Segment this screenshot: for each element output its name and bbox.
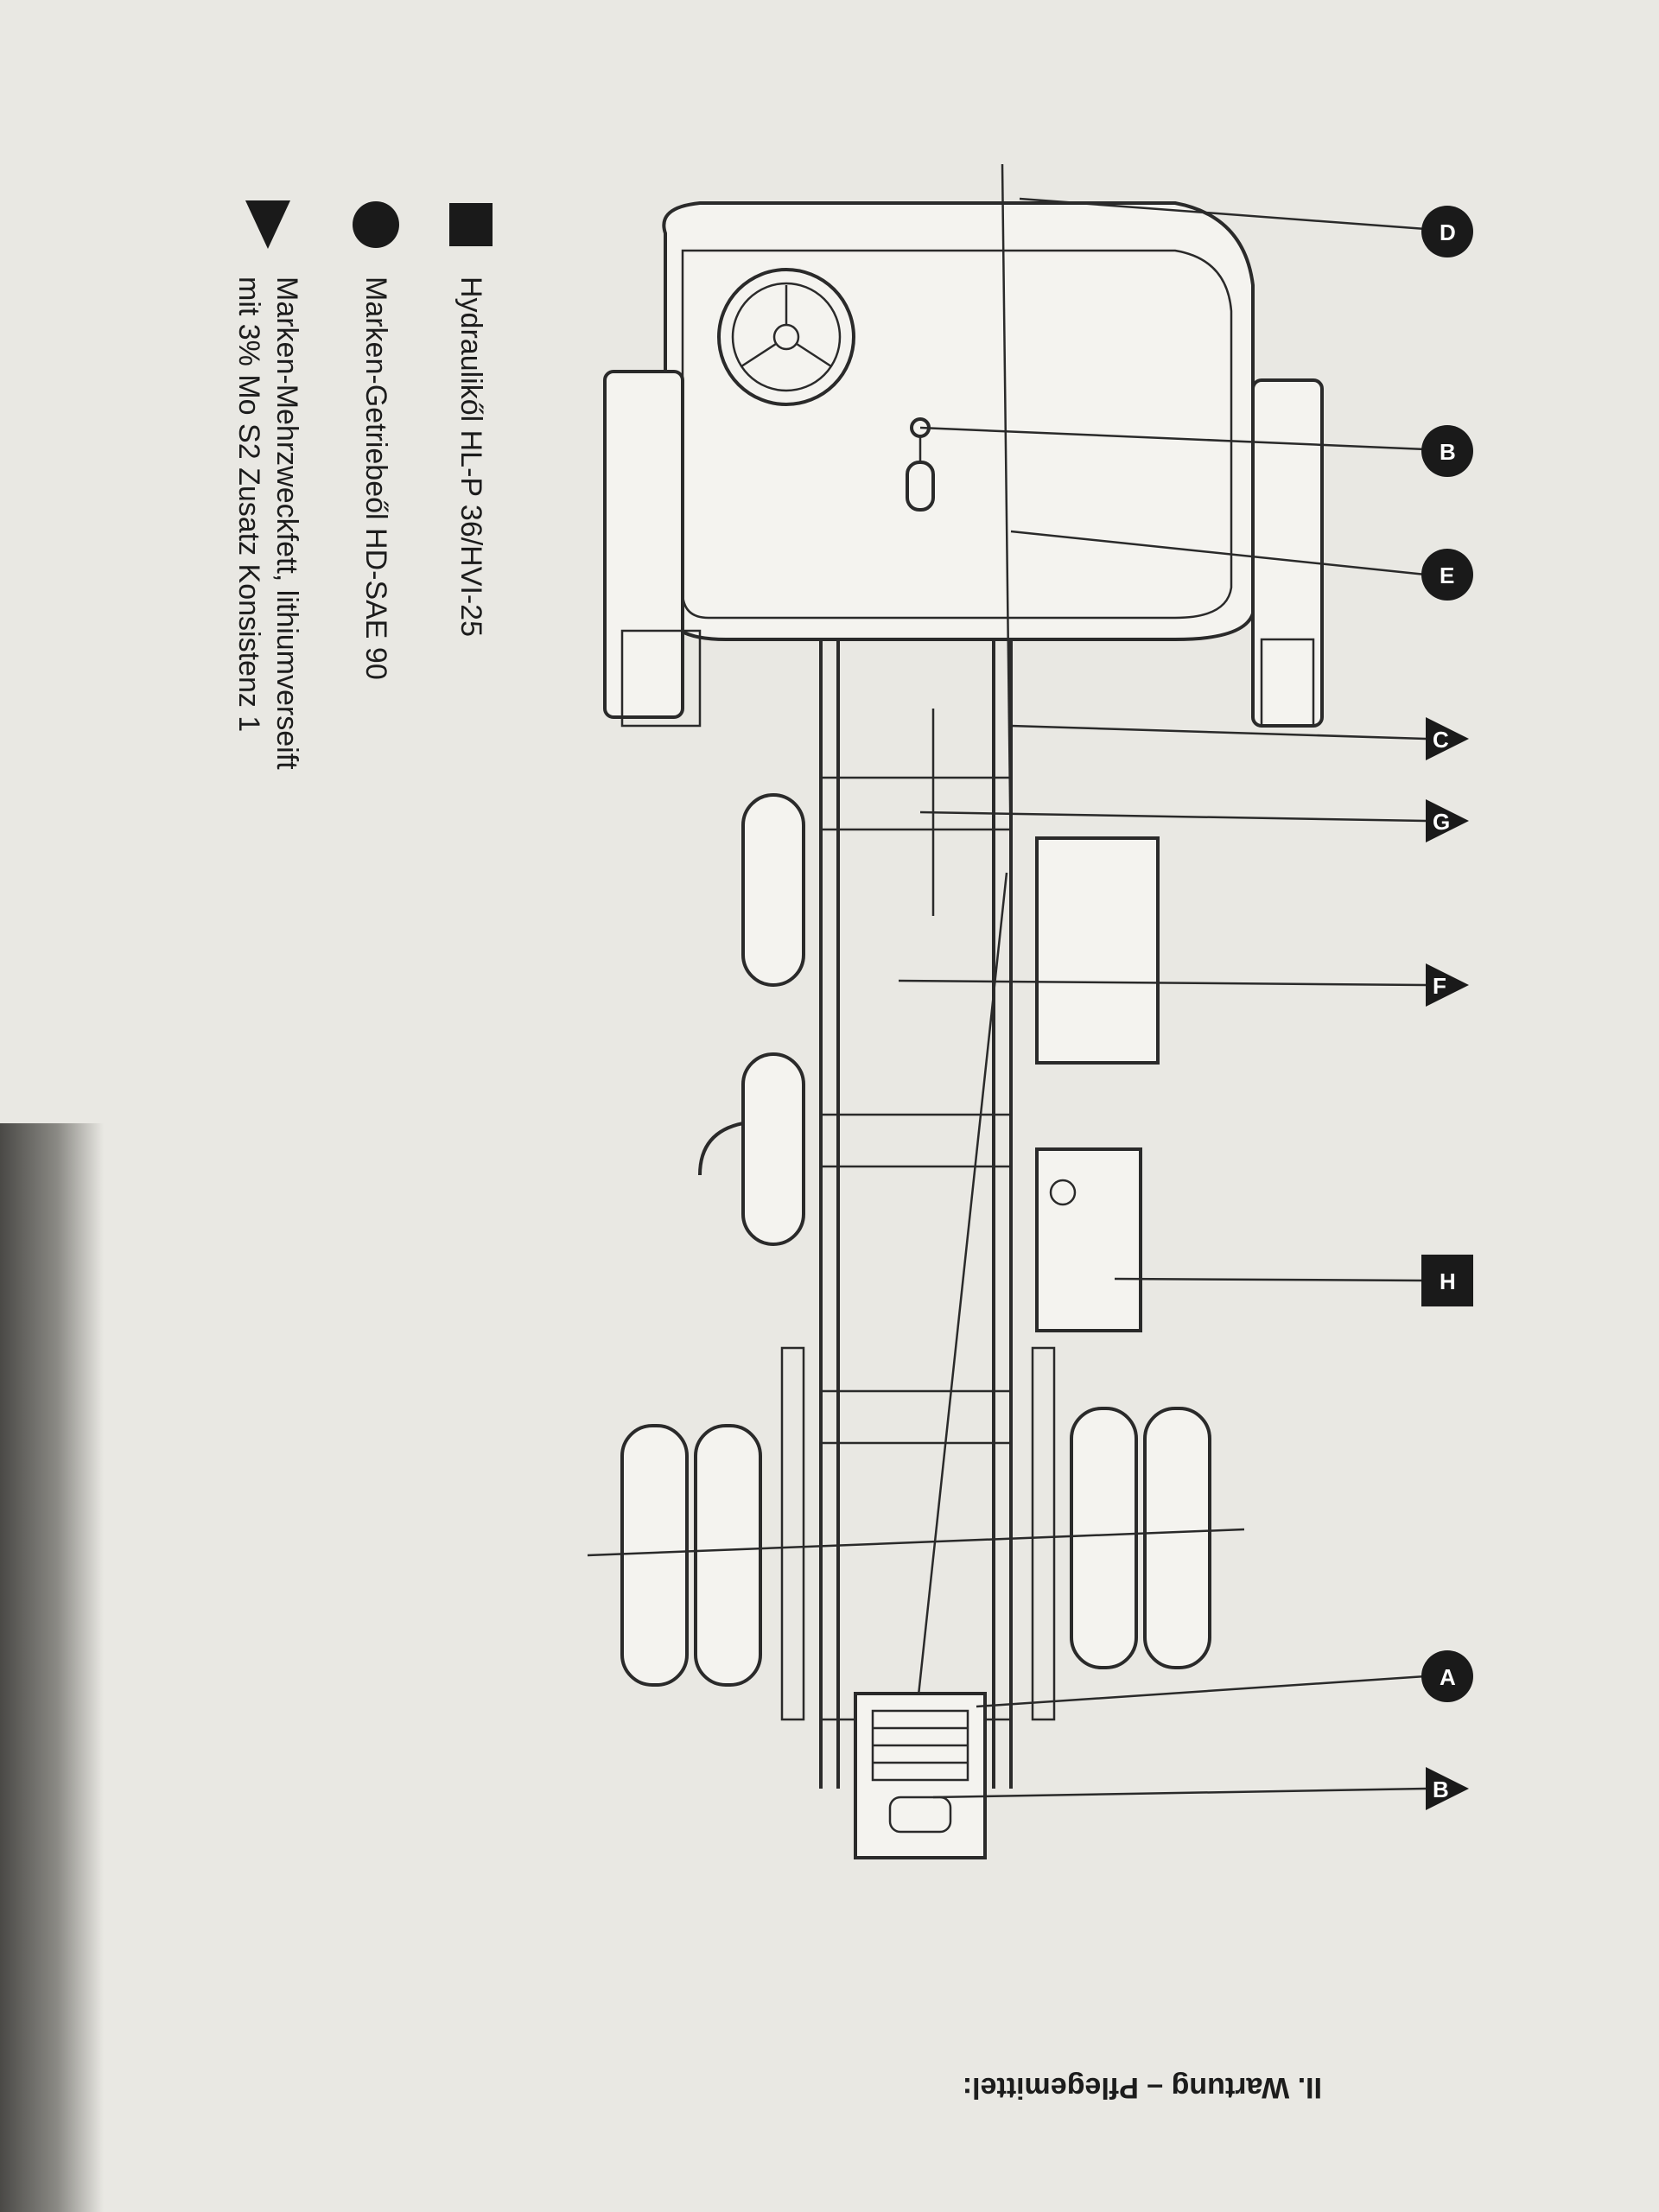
triangle-icon: [245, 200, 290, 249]
marker-b-circle: B: [1421, 425, 1473, 477]
winch: [854, 1692, 987, 1859]
marker-c: C: [1426, 717, 1469, 760]
svg-text:D: D: [1440, 219, 1456, 245]
svg-text:H: H: [1440, 1268, 1456, 1294]
cab-outline: [662, 201, 1255, 641]
circle-icon: [353, 201, 399, 248]
marker-b-triangle: B: [1426, 1767, 1469, 1810]
svg-text:F: F: [1433, 973, 1446, 999]
front-left-wheel: [603, 370, 684, 719]
marker-d: D: [1421, 206, 1473, 257]
front-right-wheel: [1251, 378, 1324, 728]
battery-box: [1035, 836, 1160, 1065]
marker-f: F: [1426, 963, 1469, 1007]
truck-chassis-diagram: D B E C G F H A: [570, 121, 1486, 1918]
legend-item-hydraulic-oil: Hydraulikől HL-P 36/HVI-25: [441, 199, 501, 1236]
square-icon: [449, 203, 493, 246]
tank-2: [741, 1052, 805, 1246]
air-box: [1035, 1147, 1142, 1332]
leader-lines: [898, 197, 1427, 1799]
chassis-frame: [819, 639, 1013, 1789]
section-heading: II. Wartung – Pflegemittel:: [962, 2071, 1322, 2104]
page-shadow: [0, 1123, 104, 2212]
cab-inner: [681, 249, 1233, 620]
marker-a: A: [1421, 1650, 1473, 1702]
lubricant-legend: Hydraulikől HL-P 36/HVI-25 Marken-Getrie…: [130, 199, 510, 1063]
chassis-svg: D B E C G F H A: [587, 163, 1473, 1859]
tank-1: [741, 793, 805, 987]
svg-text:B: B: [1440, 439, 1456, 465]
rear-axle: [587, 1346, 1245, 1721]
marker-h: H: [1421, 1255, 1473, 1306]
marker-g: G: [1426, 799, 1469, 842]
svg-text:A: A: [1440, 1664, 1456, 1690]
steering-wheel: [717, 268, 855, 406]
svg-text:E: E: [1440, 563, 1454, 588]
svg-text:B: B: [1433, 1777, 1449, 1802]
svg-text:G: G: [1433, 809, 1450, 835]
legend-item-gear-oil: Marken-Getriebeől HD-SAE 90: [346, 199, 406, 1236]
svg-text:C: C: [1433, 727, 1449, 753]
legend-item-grease: Marken-Mehrzweckfett, lithiumverseift mi…: [225, 199, 311, 1236]
marker-e: E: [1421, 549, 1473, 601]
